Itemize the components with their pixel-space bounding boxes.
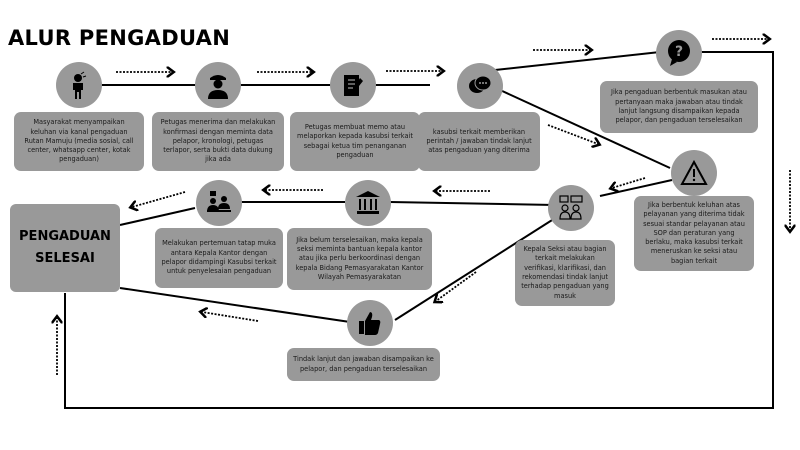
government-building-icon (356, 191, 380, 214)
step-5-description: Jika pengaduan berbentuk masukan atau pe… (600, 81, 758, 133)
step-1-node (56, 62, 102, 108)
step-7-node (548, 185, 594, 231)
step-2-node (195, 62, 241, 108)
confused-person-icon (73, 71, 87, 99)
step-7-description: Kepala Seksi atau bagian terkait melakuk… (515, 240, 615, 306)
thumbs-up-icon (359, 312, 381, 335)
step-6-description: Jika berbentuk keluhan atas pelayanan ya… (634, 196, 754, 271)
final-node-complaint-resolved: PENGADUAN SELESAI (10, 204, 120, 292)
step-2-description: Petugas menerima dan melakukan konfirmas… (152, 112, 284, 171)
svg-text:?: ? (675, 44, 683, 60)
step-9-description: Melakukan pertemuan tatap muka antara Ke… (155, 228, 283, 288)
warning-triangle-icon (680, 159, 708, 185)
step-6-node (671, 150, 717, 196)
step-10-description: Tindak lanjut dan jawaban disampaikan ke… (287, 348, 440, 381)
final-node-line1: PENGADUAN (19, 229, 111, 244)
step-4-description: kasubsi terkait memberikan perintah / ja… (418, 112, 540, 171)
question-bubble-icon: ? (668, 40, 690, 66)
step-3-description: Petugas membuat memo atau melaporkan kep… (290, 112, 420, 171)
chat-bubbles-icon (469, 75, 492, 93)
meeting-icon (207, 191, 231, 212)
police-officer-icon (208, 75, 228, 99)
step-10-node (347, 300, 393, 346)
step-1-description: Masyarakat menyampaikan keluhan via kana… (14, 112, 144, 171)
step-5-node: ? (656, 30, 702, 76)
step-8-description: Jika belum terselesaikan, maka kepala se… (287, 228, 432, 290)
step-8-node (345, 180, 391, 226)
step-4-node (457, 63, 503, 109)
discussion-people-icon (559, 195, 583, 220)
step-3-node (330, 62, 376, 108)
final-node-line2: SELESAI (35, 251, 95, 266)
step-9-node (196, 180, 242, 226)
page-title: ALUR PENGADUAN (8, 26, 231, 50)
notepad-pencil-icon (344, 75, 363, 96)
